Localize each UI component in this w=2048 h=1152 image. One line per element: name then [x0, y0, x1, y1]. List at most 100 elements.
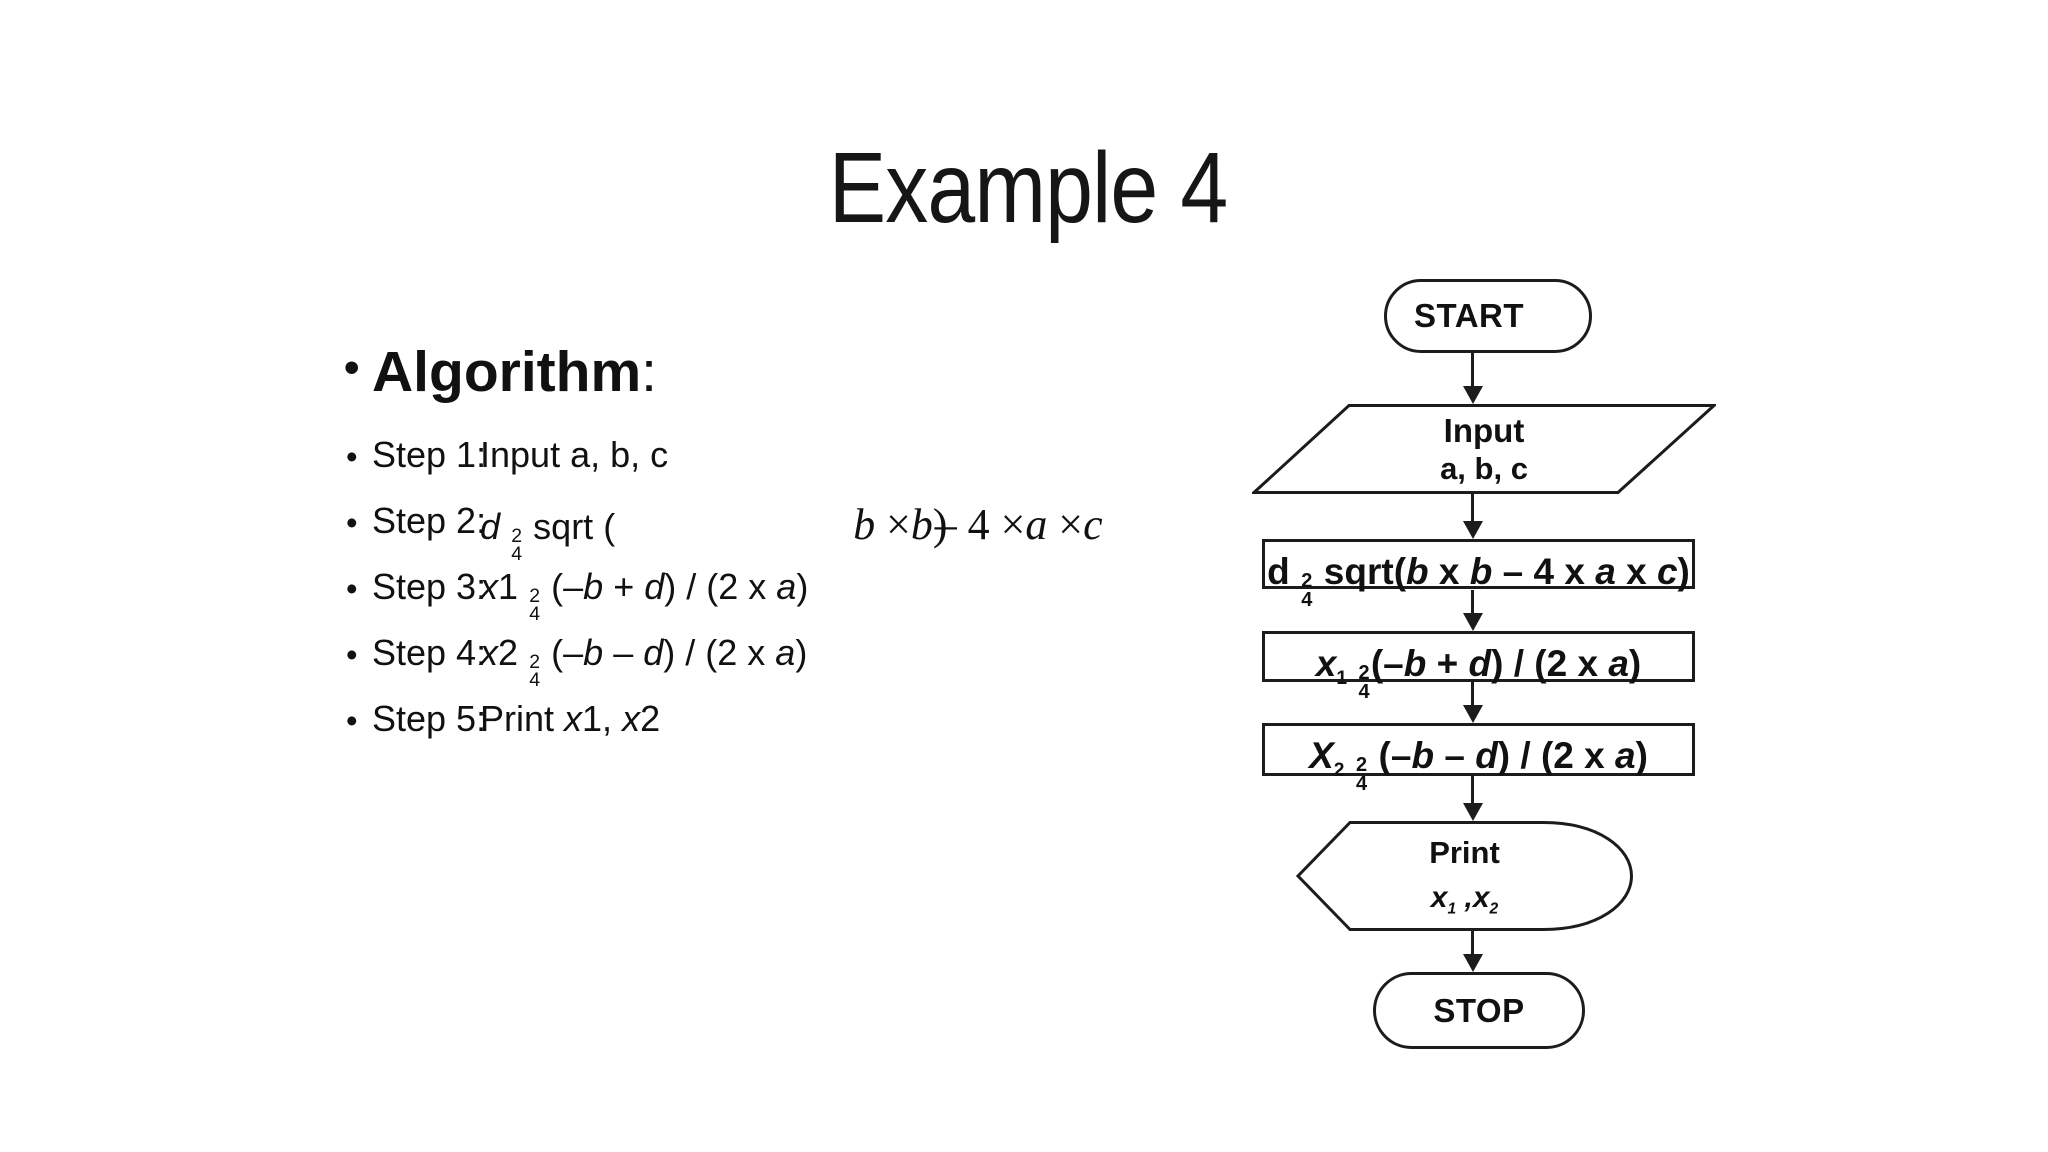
- text-segment: x: [622, 698, 641, 739]
- text-segment: a: [776, 566, 797, 607]
- text-segment: Input a, b, c: [480, 434, 669, 475]
- text-segment: a: [1608, 643, 1629, 684]
- text-segment: – 4: [934, 500, 1001, 549]
- display-shape: [1296, 821, 1633, 931]
- text-segment: x: [480, 632, 498, 673]
- flow-arrow-6: [1471, 931, 1474, 954]
- text-segment: x: [1428, 551, 1470, 592]
- text-segment: ): [796, 566, 809, 607]
- algorithm-heading-text: Algorithm: [372, 340, 642, 404]
- text-segment: ): [1677, 551, 1690, 592]
- step-label: Step 1:: [372, 434, 487, 475]
- text-segment: sqrt(: [1313, 551, 1407, 592]
- text-segment: ): [1628, 643, 1642, 684]
- text-segment: 2: [498, 632, 529, 673]
- algorithm-step-1: • Step 1: Input a, b, c: [0, 437, 2048, 499]
- step-label: Step 2:: [372, 500, 487, 541]
- text-segment: ) / (2 x: [663, 632, 776, 673]
- text-segment: –: [603, 632, 644, 673]
- bullet: •: [346, 438, 358, 475]
- text-segment: ×: [886, 500, 911, 549]
- text-segment: x: [1472, 880, 1490, 914]
- flow-arrow-2: [1471, 494, 1474, 521]
- text-segment: 1: [1447, 900, 1457, 918]
- text-segment: b: [583, 632, 604, 673]
- text-segment: [500, 506, 510, 547]
- flowchart-print-node: Print x1 ,x2: [1296, 821, 1633, 931]
- bullet: •: [344, 343, 360, 392]
- text-segment: x: [1615, 551, 1657, 592]
- algorithm-heading-row: • Algorithm:: [0, 344, 2048, 414]
- text-segment: X: [1309, 735, 1334, 776]
- bullet: •: [346, 504, 358, 541]
- bullet: •: [346, 636, 358, 673]
- step-label: Step 4:: [372, 632, 487, 673]
- text-segment: 2: [1333, 760, 1345, 782]
- text-segment: a: [1615, 735, 1636, 776]
- input-line1: Input: [1443, 411, 1525, 449]
- text-segment: ): [1635, 735, 1648, 776]
- text-segment: 1,: [582, 698, 623, 739]
- text-segment: b: [583, 566, 604, 607]
- text-segment: 2: [640, 698, 661, 739]
- print-line2: x1 ,x2: [1431, 876, 1498, 921]
- parallelogram-shape: [1252, 404, 1716, 494]
- print-line1: Print: [1429, 834, 1500, 870]
- text-segment: x: [1315, 643, 1337, 684]
- text-segment: b: [853, 500, 887, 549]
- text-segment: x: [480, 566, 498, 607]
- step-label: Step 3:: [372, 566, 487, 607]
- text-segment: d: [643, 632, 664, 673]
- algorithm-heading-colon: :: [641, 340, 657, 404]
- text-segment: x: [564, 698, 583, 739]
- text-segment: +: [1426, 643, 1469, 684]
- flow-arrow-3: [1471, 590, 1474, 613]
- text-segment: (–: [541, 566, 584, 607]
- text-segment: b: [1406, 551, 1429, 592]
- text-segment: ) / (2 x: [664, 566, 777, 607]
- flowchart-start-node: START: [1384, 279, 1592, 353]
- text-segment: –: [1434, 735, 1476, 776]
- text-segment: ) / (2 x: [1497, 735, 1615, 776]
- step-content: Input a, b, c: [480, 437, 668, 473]
- flow-arrow-1: [1471, 353, 1474, 386]
- input-line2: a, b, c: [1440, 451, 1528, 487]
- text-segment: a: [1595, 551, 1616, 592]
- text-segment: b: [910, 500, 933, 549]
- text-segment: (–: [1368, 735, 1412, 776]
- text-segment: d: [1468, 643, 1492, 684]
- text-segment: 1: [498, 566, 529, 607]
- text-segment: +: [603, 566, 645, 607]
- text-segment: [1347, 643, 1357, 684]
- algorithm-step-5: • Step 5: Print x1, x2: [0, 701, 2048, 763]
- text-segment: 2: [1489, 900, 1499, 918]
- bullet: •: [346, 702, 358, 739]
- text-segment: 1: [1336, 668, 1348, 690]
- text-segment: d: [1267, 551, 1301, 592]
- flowchart-input-node: Input a, b, c: [1252, 404, 1716, 494]
- slide-title: Example 4: [828, 132, 1228, 244]
- text-segment: sqrt (: [523, 506, 616, 547]
- text-segment: c: [1656, 551, 1678, 592]
- text-segment: – 4 x: [1492, 551, 1596, 592]
- text-segment: b: [1403, 643, 1427, 684]
- step-content: Print x1, x2: [480, 701, 660, 737]
- text-segment: [1344, 735, 1354, 776]
- flow-arrow-4: [1471, 682, 1474, 705]
- text-segment: Print: [480, 698, 565, 739]
